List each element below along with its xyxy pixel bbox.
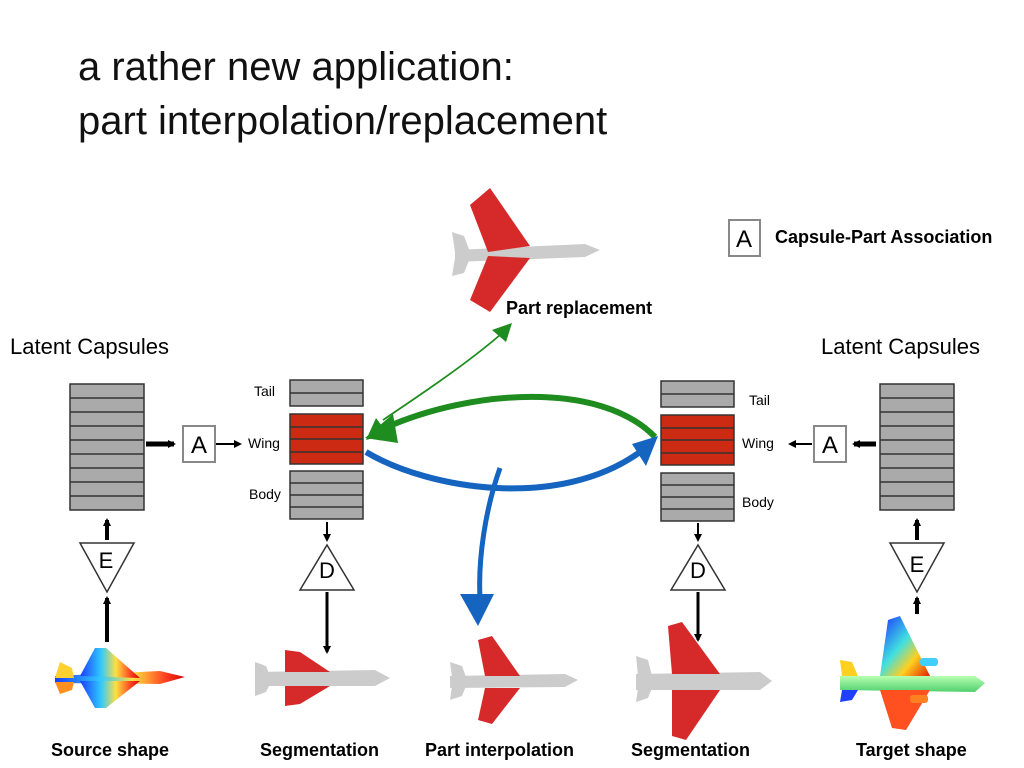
- assoc-letter-left: A: [191, 432, 207, 459]
- blue-down-arrowhead: [460, 594, 494, 626]
- target-shape-image: [840, 616, 985, 730]
- segmentation-left-image: [255, 650, 390, 706]
- blue-thick-arrow: [364, 449, 642, 492]
- target-shape-caption: Target shape: [856, 740, 967, 760]
- right-body-label: Body: [742, 494, 774, 510]
- slide-title: a rather new application: part interpola…: [78, 40, 607, 148]
- blue-thick-arrowhead: [632, 436, 658, 466]
- decoder-left: [298, 543, 356, 591]
- segmentation-right-caption: Segmentation: [631, 740, 750, 760]
- segmentation-left-caption: Segmentation: [260, 740, 379, 760]
- green-thick-arrowhead: [365, 414, 398, 443]
- right-wing-label: Wing: [742, 435, 774, 451]
- decoder-right-letter: D: [690, 558, 706, 583]
- source-shape-caption: Source shape: [51, 740, 169, 760]
- right-tail-capsules: [660, 380, 735, 408]
- legend-a-box: [728, 219, 761, 257]
- encoder-right-letter: E: [910, 552, 925, 577]
- left-body-label: Body: [249, 486, 281, 502]
- part-interpolation-caption: Part interpolation: [425, 740, 574, 760]
- left-wing-capsules: [289, 413, 364, 465]
- encoder-right: [888, 542, 946, 594]
- right-body-capsules: [660, 472, 735, 522]
- left-wing-label: Wing: [248, 435, 280, 451]
- replacement-plane-image: [452, 188, 600, 312]
- left-tail-capsules: [289, 379, 364, 407]
- title-line-1: a rather new application:: [78, 45, 514, 89]
- decoder-right: [669, 543, 727, 591]
- part-interpolation-image: [450, 636, 578, 724]
- assoc-box-right: [813, 425, 847, 463]
- encoder-left: [78, 542, 136, 594]
- green-thin-arrow: [382, 334, 501, 421]
- latent-capsules-right-label: Latent Capsules: [821, 334, 980, 359]
- part-replacement-caption: Part replacement: [506, 298, 652, 318]
- title-line-2: part interpolation/replacement: [78, 99, 608, 143]
- legend-text: Capsule-Part Association: [775, 227, 992, 247]
- right-tail-label: Tail: [749, 392, 770, 408]
- latent-capsules-right: [879, 383, 955, 511]
- green-thick-arrow: [383, 393, 658, 440]
- assoc-box-left: [182, 425, 216, 463]
- left-tail-label: Tail: [254, 383, 275, 399]
- green-thin-arrowhead-top: [492, 323, 512, 342]
- decoder-left-letter: D: [319, 558, 335, 583]
- legend-a-letter: A: [736, 226, 752, 253]
- assoc-letter-right: A: [822, 432, 838, 459]
- encoder-left-letter: E: [99, 548, 114, 573]
- left-body-capsules: [289, 470, 364, 520]
- latent-capsules-left-label: Latent Capsules: [10, 334, 169, 359]
- latent-capsules-left: [69, 383, 145, 511]
- right-wing-capsules: [660, 414, 735, 466]
- segmentation-right-image: [636, 622, 772, 740]
- blue-down-arrow: [477, 467, 503, 599]
- source-shape-image: [55, 648, 185, 708]
